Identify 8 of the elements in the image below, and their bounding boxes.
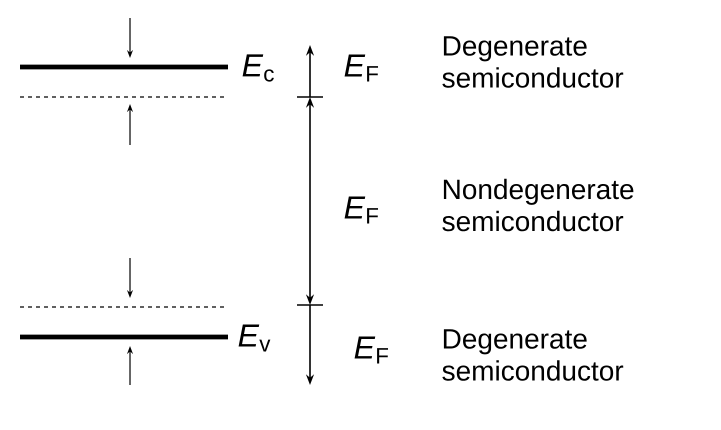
description-text: Nondegenerate semiconductor — [442, 178, 634, 232]
energy-symbol: E$_{v}$ — [238, 324, 270, 352]
energy-symbol: E$_{F}$ — [344, 196, 378, 224]
description-text: Degenerate semiconductor — [442, 36, 624, 88]
energy-symbol: E$_{F}$ — [354, 336, 388, 364]
description-text: Degenerate semiconductor — [442, 329, 624, 381]
energy-symbol: E$_{F}$ — [344, 54, 378, 82]
energy-symbol: E$_{c}$ — [242, 54, 274, 82]
